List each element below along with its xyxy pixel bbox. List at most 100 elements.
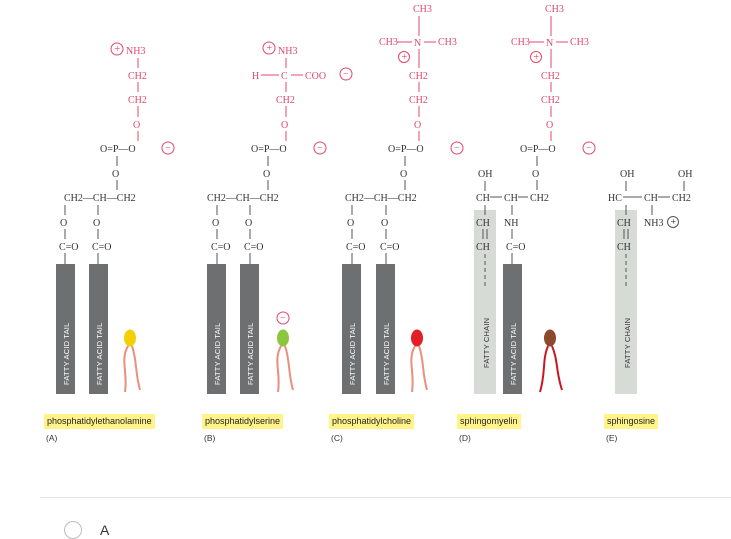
phospholipid-structures-figure: + NH3 CH2 CH2 O O=P—O − O CH2—CH—CH2 O O… bbox=[44, 4, 692, 443]
svg-text:O: O bbox=[400, 169, 407, 180]
svg-text:FATTY ACID TAIL: FATTY ACID TAIL bbox=[213, 323, 222, 385]
svg-text:H: H bbox=[252, 71, 259, 82]
svg-text:OH: OH bbox=[620, 169, 634, 180]
svg-text:CH: CH bbox=[476, 218, 490, 229]
svg-text:O=P—O: O=P—O bbox=[100, 144, 136, 155]
svg-text:CH: CH bbox=[644, 193, 658, 204]
svg-text:O=P—O: O=P—O bbox=[388, 144, 424, 155]
svg-text:O=P—O: O=P—O bbox=[520, 144, 556, 155]
divider bbox=[40, 497, 731, 498]
lipid-icon bbox=[123, 329, 141, 393]
svg-text:CH2: CH2 bbox=[409, 71, 428, 82]
molecule-name-label: sphingosine bbox=[604, 414, 659, 429]
molecule-sphingomyelin: CH3 CH3 N CH3 + CH2 CH2 O O=P—O − O FATT… bbox=[474, 4, 596, 394]
svg-text:FATTY CHAIN: FATTY CHAIN bbox=[482, 318, 491, 368]
svg-text:CH2—CH—CH2: CH2—CH—CH2 bbox=[64, 193, 136, 204]
svg-text:CH: CH bbox=[504, 193, 518, 204]
fatty-chain bbox=[474, 210, 496, 394]
svg-text:O: O bbox=[133, 120, 140, 131]
svg-text:O: O bbox=[381, 218, 388, 229]
svg-text:+: + bbox=[671, 217, 677, 228]
svg-text:O: O bbox=[93, 218, 100, 229]
negative-charge-icon bbox=[339, 67, 353, 81]
panel-letter: (B) bbox=[204, 433, 216, 443]
svg-text:CH2: CH2 bbox=[530, 193, 549, 204]
svg-text:O: O bbox=[414, 120, 421, 131]
svg-text:−: − bbox=[317, 143, 323, 154]
svg-text:C: C bbox=[281, 71, 288, 82]
svg-text:CH: CH bbox=[617, 242, 631, 253]
svg-text:+: + bbox=[115, 44, 121, 55]
fatty-acid-tail bbox=[240, 264, 259, 394]
negative-charge-icon bbox=[313, 141, 327, 155]
svg-text:CH2—CH—CH2: CH2—CH—CH2 bbox=[345, 193, 417, 204]
panel-letter: (D) bbox=[459, 433, 471, 443]
lipid-icon bbox=[410, 329, 428, 393]
molecule-phosphatidylserine: + NH3 H C COO − CH2 O O=P—O − O CH2—CH—C… bbox=[207, 41, 353, 394]
lipid-icon bbox=[539, 329, 563, 393]
svg-text:CH3: CH3 bbox=[379, 37, 398, 48]
negative-charge-icon bbox=[161, 141, 175, 155]
svg-text:COO: COO bbox=[305, 71, 326, 82]
svg-text:NH3: NH3 bbox=[644, 218, 663, 229]
negative-charge-icon bbox=[450, 141, 464, 155]
fatty-acid-tail bbox=[376, 264, 395, 394]
svg-text:C=O: C=O bbox=[346, 242, 366, 253]
lipid-icon: − bbox=[276, 311, 294, 393]
panel-letter: (E) bbox=[606, 433, 618, 443]
answer-radio[interactable] bbox=[64, 521, 82, 539]
fatty-acid-tail bbox=[503, 264, 522, 394]
positive-charge-icon bbox=[667, 216, 679, 228]
svg-text:NH3: NH3 bbox=[278, 46, 297, 57]
svg-text:CH2: CH2 bbox=[128, 71, 147, 82]
svg-text:C=O: C=O bbox=[92, 242, 112, 253]
svg-text:CH3: CH3 bbox=[413, 4, 432, 15]
svg-text:CH2—CH—CH2: CH2—CH—CH2 bbox=[207, 193, 279, 204]
positive-charge-icon bbox=[398, 51, 410, 63]
molecule-name-label: phosphatidylcholine bbox=[329, 414, 415, 429]
panel-letter: (A) bbox=[46, 433, 58, 443]
svg-text:CH3: CH3 bbox=[438, 37, 457, 48]
svg-text:−: − bbox=[165, 143, 171, 154]
svg-text:C=O: C=O bbox=[59, 242, 79, 253]
svg-text:+: + bbox=[534, 52, 540, 63]
svg-text:C=O: C=O bbox=[244, 242, 264, 253]
fatty-acid-tail bbox=[342, 264, 361, 394]
panel-letter: (C) bbox=[331, 433, 343, 443]
svg-text:CH2: CH2 bbox=[128, 95, 147, 106]
svg-text:C=O: C=O bbox=[380, 242, 400, 253]
svg-text:NH3: NH3 bbox=[126, 46, 145, 57]
molecule-phosphatidylcholine: CH3 CH3 N CH3 + CH2 CH2 O O=P—O − O CH2—… bbox=[342, 4, 464, 394]
svg-text:O: O bbox=[532, 169, 539, 180]
svg-text:O: O bbox=[281, 120, 288, 131]
svg-text:CH2: CH2 bbox=[541, 71, 560, 82]
svg-text:CH: CH bbox=[476, 242, 490, 253]
svg-text:C=O: C=O bbox=[506, 242, 526, 253]
svg-text:FATTY ACID TAIL: FATTY ACID TAIL bbox=[348, 323, 357, 385]
svg-text:CH2: CH2 bbox=[409, 95, 428, 106]
answer-option-a[interactable]: A bbox=[64, 521, 109, 539]
svg-text:FATTY ACID TAIL: FATTY ACID TAIL bbox=[246, 323, 255, 385]
svg-text:FATTY ACID TAIL: FATTY ACID TAIL bbox=[95, 323, 104, 385]
positive-charge-icon bbox=[110, 42, 124, 56]
svg-text:FATTY CHAIN: FATTY CHAIN bbox=[623, 318, 632, 368]
svg-text:OH: OH bbox=[678, 169, 692, 180]
svg-text:N: N bbox=[414, 38, 421, 49]
molecule-name-label: sphingomyelin bbox=[457, 414, 521, 429]
svg-text:HC: HC bbox=[608, 193, 622, 204]
molecule-phosphatidylethanolamine: + NH3 CH2 CH2 O O=P—O − O CH2—CH—CH2 O O… bbox=[56, 42, 175, 394]
svg-text:C=O: C=O bbox=[211, 242, 231, 253]
svg-text:O: O bbox=[60, 218, 67, 229]
svg-text:O: O bbox=[212, 218, 219, 229]
svg-text:CH: CH bbox=[617, 218, 631, 229]
svg-text:CH3: CH3 bbox=[545, 4, 564, 15]
fatty-acid-tail bbox=[56, 264, 75, 394]
fatty-chain bbox=[615, 210, 637, 394]
svg-text:O: O bbox=[112, 169, 119, 180]
svg-text:FATTY ACID TAIL: FATTY ACID TAIL bbox=[62, 323, 71, 385]
positive-charge-icon bbox=[262, 41, 276, 55]
svg-text:CH2: CH2 bbox=[541, 95, 560, 106]
molecule-name-label: phosphatidylethanolamine bbox=[44, 414, 155, 429]
svg-text:−: − bbox=[343, 69, 349, 80]
svg-text:OH: OH bbox=[478, 169, 492, 180]
